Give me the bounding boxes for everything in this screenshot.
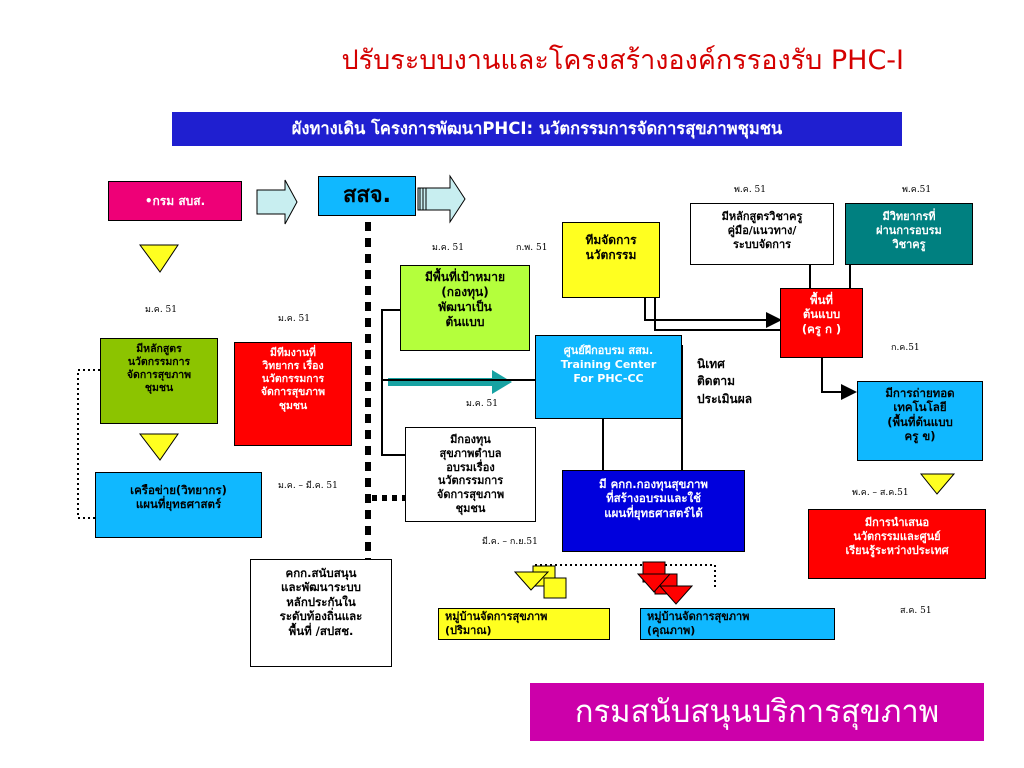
box-kakak-support: คกก.สนับสนุน และพัฒนาระบบ หลักประกันใน ร…: [250, 559, 392, 667]
date-label: ก.พ. 51: [516, 243, 548, 253]
date-label: ส.ค. 51: [900, 606, 932, 616]
box-work-team: มีทีมงานที่ วิทยากร เรื่อง นวัตกรรมการ จ…: [234, 342, 352, 446]
date-label: ม.ค. – มี.ค. 51: [278, 481, 338, 491]
date-label: พ.ค. – ส.ค.51: [852, 488, 909, 498]
date-label: ก.ค.51: [891, 343, 920, 353]
yellow-arrow-2: [138, 433, 179, 461]
date-label: พ.ค. 51: [734, 185, 766, 195]
monitor-text: นิเทศ ติดตาม ประเมินผล: [697, 357, 753, 406]
box-curriculum-left: มีหลักสูตร นวัตกรรมการ จัดการสุขภาพ ชุมช…: [100, 338, 218, 424]
box-kakak-fund: มี คกก.กองทุนสุขภาพ ที่สร้างอบรมและใช้ แ…: [562, 470, 745, 552]
box-village-quantity: หมู่บ้านจัดการสุขภาพ (ปริมาณ): [438, 608, 610, 640]
box-model-area: พื้นที่ ต้นแบบ (ครู ก ): [780, 288, 863, 358]
box-village-quality: หมู่บ้านจัดการสุขภาพ (คุณภาพ): [640, 608, 835, 640]
yellow-arrow-3: [919, 473, 956, 495]
footer-banner: กรมสนับสนุนบริการสุขภาพ: [530, 683, 984, 741]
box-trained-trainer: มีวิทยากรที่ ผ่านการอบรม วิชาครู: [845, 203, 973, 265]
subtitle-banner: ผังทางเดิน โครงการพัฒนาPHCI: นวัตกรรมการ…: [172, 112, 902, 146]
box-tech-transfer: มีการถ่ายทอด เทคโนโลยี (พื้นที่ต้นแบบ คร…: [857, 381, 983, 461]
date-label: ม.ค. 51: [278, 314, 310, 324]
box-network: เครือข่าย(วิทยากร) แผนที่ยุทธศาสตร์: [95, 472, 262, 538]
date-label: ม.ค. 51: [466, 399, 498, 409]
date-label: ม.ค. 51: [145, 305, 177, 315]
date-label: พ.ค.51: [902, 185, 932, 195]
teal-arrow: [388, 370, 512, 394]
block-arrow-1: [256, 179, 298, 225]
yellow-arrow-1: [139, 244, 179, 273]
box-trainer-curriculum: มีหลักสูตรวิชาครู คู่มือ/แนวทาง/ ระบบจัด…: [690, 203, 834, 265]
box-innovation-team: ทีมจัดการ นวัตกรรม: [562, 222, 660, 298]
page-title: ปรับระบบงานและโครงสร้างองค์กรรองรับ PHC-…: [341, 45, 904, 76]
box-krom: •กรม สบส.: [108, 181, 242, 221]
block-arrow-2: [417, 174, 466, 224]
date-label: ม.ค. 51: [432, 243, 464, 253]
line-to-model: [644, 295, 782, 328]
box-target-area: มีพื้นที่เป้าหมาย (กองทุน) พัฒนาเป็น ต้น…: [400, 265, 530, 351]
date-label: มี.ค. – ก.ย.51: [482, 537, 538, 547]
box-fund-training: มีกองทุน สุขภาพตำบล อบรมเรื่อง นวัตกรรมก…: [405, 427, 536, 522]
dotted-route: [535, 564, 716, 590]
box-sorsorjor: สสจ.: [318, 176, 416, 216]
box-training-center: ศูนย์ฝึกอบรม สสม. Training Center For PH…: [535, 335, 682, 419]
dotted-bracket-left: [77, 369, 100, 519]
box-present-innovation: มีการนำเสนอ นวัตกรรมและศูนย์ เรียนรู้ระห…: [808, 509, 986, 579]
bracket-left-center: [381, 309, 405, 456]
